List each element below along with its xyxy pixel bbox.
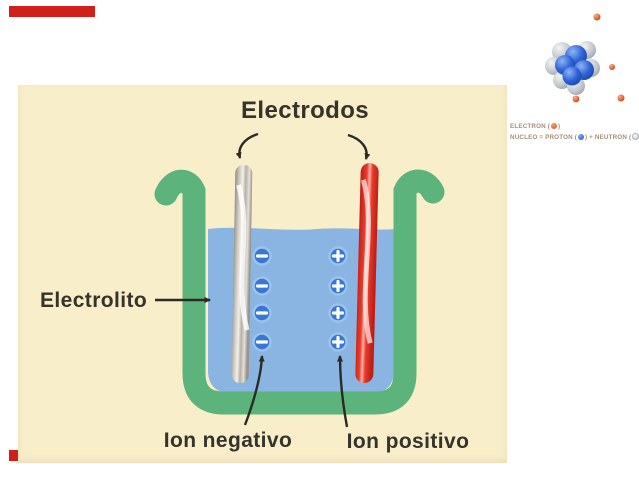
legend-neutron-text: ) + NEUTRON ( bbox=[584, 134, 632, 141]
electrode-right-red bbox=[355, 163, 379, 383]
negative-ions bbox=[252, 246, 272, 352]
negative-ion-label: Ion negativo bbox=[163, 429, 293, 452]
legend-line-nucleo: NUCLEO = PROTON () + NEUTRON () bbox=[510, 132, 639, 143]
legend-electron-close: ) bbox=[557, 123, 561, 130]
positive-ion-icon bbox=[328, 303, 348, 323]
positive-ions bbox=[328, 246, 348, 352]
electron-dot-icon bbox=[617, 94, 625, 102]
atom-nucleus-graphic bbox=[545, 13, 625, 103]
electrodos-arrow-right bbox=[347, 133, 371, 160]
proton-dot-icon bbox=[577, 134, 584, 140]
positive-ion-label: Ion positivo bbox=[346, 430, 470, 453]
atom-legend: ELECTRON () NUCLEO = PROTON ( ) + NEUTRON… bbox=[510, 121, 639, 143]
ion-negativo-arrow bbox=[243, 355, 265, 426]
ion-positivo-arrow bbox=[337, 355, 349, 428]
electron-dots bbox=[572, 13, 625, 103]
legend-nucleo-text: NUCLEO = PROTON ( bbox=[510, 134, 577, 141]
negative-ion-icon bbox=[252, 276, 272, 296]
electron-dot-icon bbox=[593, 13, 601, 21]
positive-ion-icon bbox=[328, 246, 348, 266]
electrolysis-figure: Electrodos Electrolito Ion negativo Ion … bbox=[18, 85, 507, 463]
positive-ion-icon bbox=[328, 276, 348, 296]
positive-ion-icon bbox=[328, 332, 348, 352]
electrolysis-scene bbox=[154, 132, 445, 428]
electron-dot-icon bbox=[609, 64, 615, 70]
electrolyte-label: Electrolito bbox=[40, 289, 148, 312]
negative-ion-icon bbox=[252, 332, 272, 352]
electron-dot-icon bbox=[550, 123, 557, 129]
negative-ion-icon bbox=[252, 303, 272, 323]
nucleus-cluster bbox=[545, 41, 600, 95]
legend-line-electron: ELECTRON () bbox=[510, 121, 639, 132]
electrolyte-liquid bbox=[208, 227, 394, 393]
negative-ion-icon bbox=[252, 246, 272, 266]
electrodos-arrow-left bbox=[235, 132, 259, 159]
neutron-dot-icon bbox=[632, 133, 639, 140]
electrode-left-gray bbox=[231, 165, 253, 383]
electron-dot-icon bbox=[572, 95, 580, 103]
red-accent-bar-top bbox=[9, 6, 95, 17]
electrodes-label: Electrodos bbox=[240, 97, 370, 124]
legend-electron-text: ELECTRON ( bbox=[510, 123, 550, 130]
beaker bbox=[154, 169, 445, 415]
